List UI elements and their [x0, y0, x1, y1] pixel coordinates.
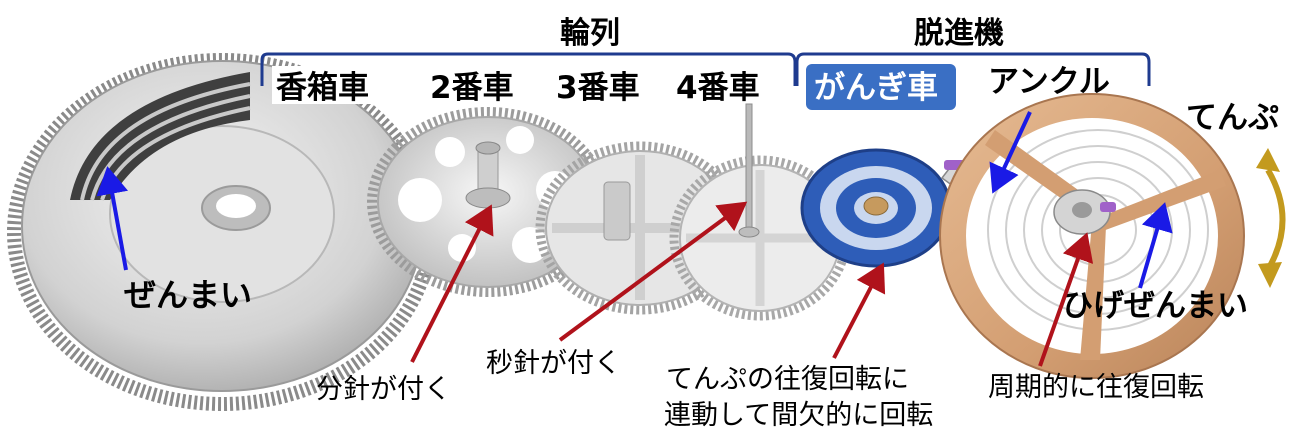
barrel-wheel [7, 53, 437, 411]
hairspring-arrow [1138, 202, 1173, 289]
barrel-label-bg [272, 66, 386, 104]
barrel-label: 香箱車 [276, 70, 369, 106]
second-hand-arrow [558, 201, 748, 342]
escape-wheel-label: がんぎ車 [814, 70, 938, 106]
gear-train-label: 輪列 [560, 16, 620, 51]
escapement-bracket [795, 52, 1151, 86]
escape-desc-line1: てんぷの往復回転に [666, 364, 909, 395]
pallet-fork-arrow [989, 111, 1032, 194]
third-wheel-label: 3番車 [556, 70, 640, 106]
second-hand-label: 秒針が付く [486, 348, 621, 379]
second-wheel-label: 2番車 [430, 70, 514, 106]
minute-hand-label: 分針が付く [316, 374, 451, 405]
escape-desc-line2: 連動して間欠的に回転 [664, 400, 933, 431]
escapement-label: 脱進機 [914, 16, 1004, 51]
mainspring-label: ぜんまい [124, 276, 252, 314]
escape-wheel-label-bg [806, 64, 956, 110]
oscillation-arrow [1256, 148, 1286, 288]
periodic-rotation-label: 周期的に往復回転 [988, 372, 1204, 403]
minute-hand-arrow [410, 204, 494, 363]
escape-wheel [800, 148, 952, 268]
gear-train-bracket [260, 52, 797, 86]
fourth-wheel-label: 4番車 [676, 70, 760, 106]
pallet-fork-label: アンクル [988, 64, 1110, 100]
mainspring-arrow [96, 166, 128, 271]
balance-label: てんぷ [1186, 100, 1279, 136]
balance-wheel [939, 93, 1245, 379]
hairspring-label: ひげぜんまい [1062, 288, 1248, 324]
escape-wheel-arrow [832, 262, 886, 359]
periodic-rotation-arrow [1038, 232, 1094, 367]
